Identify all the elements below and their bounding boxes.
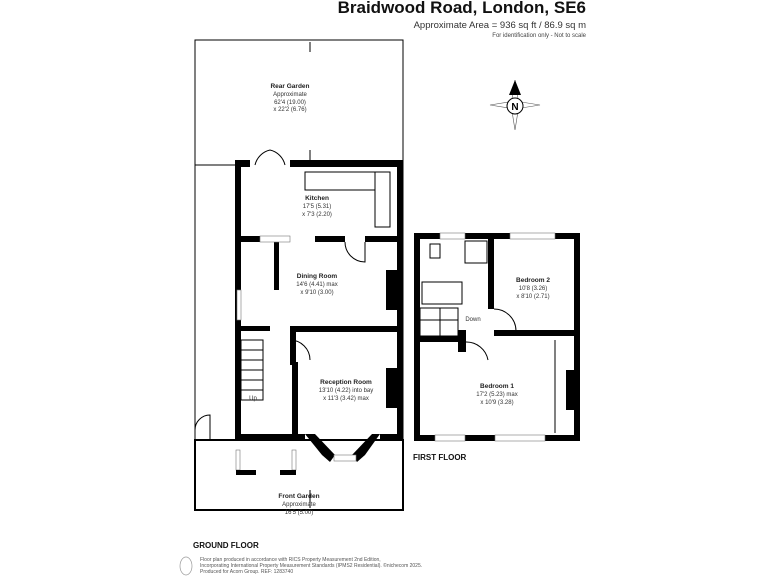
- room-dim: 62'4 (19.00): [274, 100, 306, 106]
- room-dim: Approximate: [282, 502, 316, 508]
- room-dim: x 10'9 (3.28): [480, 400, 513, 406]
- compass-north-label: N: [511, 102, 518, 113]
- room-bedroom-2: Bedroom 2 10'8 (3.26) x 8'10 (2.71): [516, 277, 550, 300]
- rics-logo-icon: [179, 556, 193, 576]
- ground-floor-walls: [194, 149, 403, 475]
- footer: Floor plan produced in accordance with R…: [179, 556, 422, 576]
- north-compass-icon: N: [489, 79, 541, 131]
- footer-line: Produced for Acorn Group. REF: 1283740: [200, 569, 293, 575]
- footer-line: Incorporating International Property Mea…: [200, 562, 422, 569]
- room-dining: Dining Room 14'6 (4.41) max x 9'10 (3.00…: [296, 273, 338, 296]
- approximate-area: Approximate Area = 936 sq ft / 86.9 sq m: [413, 20, 586, 31]
- footer-line: Floor plan produced in accordance with R…: [200, 557, 381, 563]
- room-name: Dining Room: [297, 273, 338, 280]
- room-reception: Reception Room 13'10 (4.22) into bay x 1…: [319, 379, 374, 402]
- room-bedroom-1: Bedroom 1 17'2 (5.23) max x 10'9 (3.28): [476, 383, 518, 406]
- room-dim: 17'5 (5.31): [303, 204, 332, 210]
- room-dim: 16'5 (5.00): [285, 510, 314, 516]
- room-name: Front Garden: [278, 493, 319, 500]
- room-dim: x 11'3 (3.42) max: [323, 396, 369, 402]
- room-name: Kitchen: [305, 195, 329, 202]
- room-dim: x 9'10 (3.00): [300, 290, 333, 296]
- room-dim: 14'6 (4.41) max: [296, 282, 338, 288]
- room-name: Rear Garden: [270, 83, 309, 90]
- room-name: Bedroom 1: [480, 383, 514, 390]
- room-dim: 17'2 (5.23) max: [476, 392, 518, 398]
- room-dim: x 22'2 (6.76): [273, 107, 306, 113]
- scale-note: For identification only - Not to scale: [492, 33, 586, 39]
- room-dim: Approximate: [273, 92, 307, 98]
- first-floor-walls: [414, 232, 580, 442]
- room-rear-garden: Rear Garden Approximate 62'4 (19.00) x 2…: [270, 83, 309, 113]
- room-name: Bedroom 2: [516, 277, 550, 284]
- room-kitchen: Kitchen 17'5 (5.31) x 7'3 (2.20): [302, 195, 332, 218]
- room-name: Reception Room: [320, 379, 372, 386]
- stairs-up-label: Up: [249, 396, 257, 402]
- room-dim: x 8'10 (2.71): [516, 294, 549, 300]
- room-dim: 10'8 (3.26): [519, 286, 548, 292]
- room-dim: x 7'3 (2.20): [302, 212, 332, 218]
- room-front-garden: Front Garden Approximate 16'5 (5.00): [278, 493, 319, 516]
- stairs-down-label: Down: [465, 317, 480, 323]
- ground-floor-label: GROUND FLOOR: [193, 541, 259, 550]
- property-title: Braidwood Road, London, SE6: [337, 0, 586, 17]
- ground-floor-stairs: [240, 339, 264, 401]
- room-dim: 13'10 (4.22) into bay: [319, 388, 374, 394]
- first-floor-label: FIRST FLOOR: [413, 453, 467, 462]
